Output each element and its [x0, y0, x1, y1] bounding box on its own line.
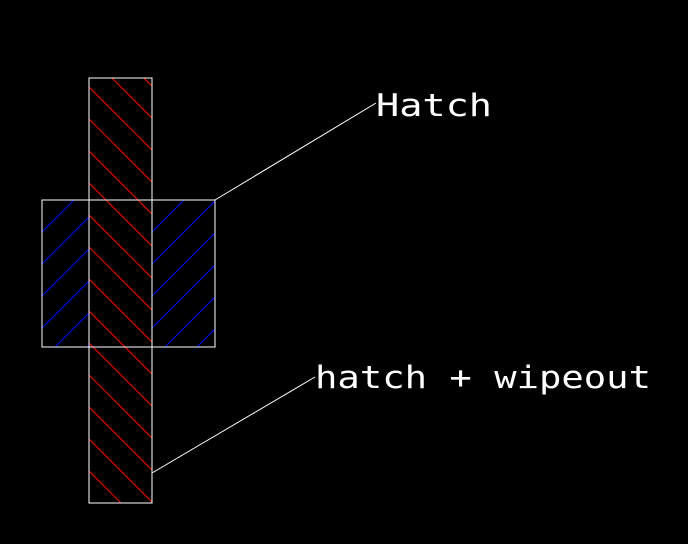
vertical-rectangle-outline	[88, 77, 153, 504]
red-hatch-vertical	[0, 78, 601, 503]
hatch-line	[152, 200, 185, 233]
label-hatch: Hatch	[376, 88, 492, 124]
hatch-line	[196, 328, 215, 347]
hatch-line	[42, 280, 89, 329]
hatch-line	[42, 216, 89, 265]
hatch-line	[89, 182, 152, 247]
hatch-line	[54, 312, 89, 347]
hatch-line	[89, 86, 152, 151]
leader-line-hatch	[214, 102, 377, 201]
hatch-line	[0, 200, 10, 347]
hatch-line	[0, 78, 57, 503]
leader-line-hatch-wipeout	[151, 376, 316, 474]
hatch-line	[111, 78, 152, 119]
hatch-line	[89, 118, 152, 183]
hatch-line	[42, 248, 89, 297]
hatch-line	[152, 232, 215, 297]
hatch-line	[89, 214, 152, 279]
blue-hatch-left	[0, 200, 89, 347]
hatch-line	[176, 78, 601, 503]
hatch-line	[89, 502, 90, 503]
hatch-line	[42, 200, 43, 201]
hatch-line	[42, 200, 75, 233]
label-hatch-wipeout: hatch + wipeout	[315, 360, 651, 396]
hatch-line	[164, 296, 215, 347]
hatch-line	[89, 278, 152, 343]
wipeout-fill	[89, 78, 152, 503]
hatch-line	[89, 374, 152, 439]
hatch-line	[152, 264, 215, 329]
hatch-line	[152, 200, 215, 265]
hatch-line	[229, 200, 376, 347]
hatch-line	[89, 246, 152, 311]
blue-hatch-right	[152, 200, 376, 347]
hatch-line	[89, 406, 152, 471]
hatch-line	[143, 78, 152, 87]
horizontal-rectangle-outline	[41, 199, 216, 348]
